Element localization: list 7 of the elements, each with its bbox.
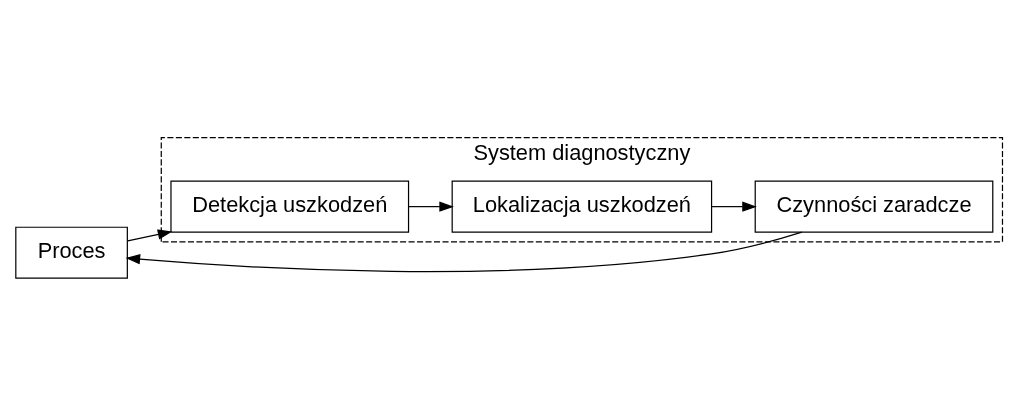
arrow: [127, 229, 173, 242]
node-box: Proces: [15, 226, 128, 279]
arrow: [711, 201, 757, 212]
node-box: Lokalizacja uszkodzeń: [451, 180, 713, 233]
node-box: Detekcja uszkodzeń: [170, 180, 410, 233]
arrow: [408, 201, 454, 212]
node-box: Czynności zaradcze: [754, 180, 994, 233]
